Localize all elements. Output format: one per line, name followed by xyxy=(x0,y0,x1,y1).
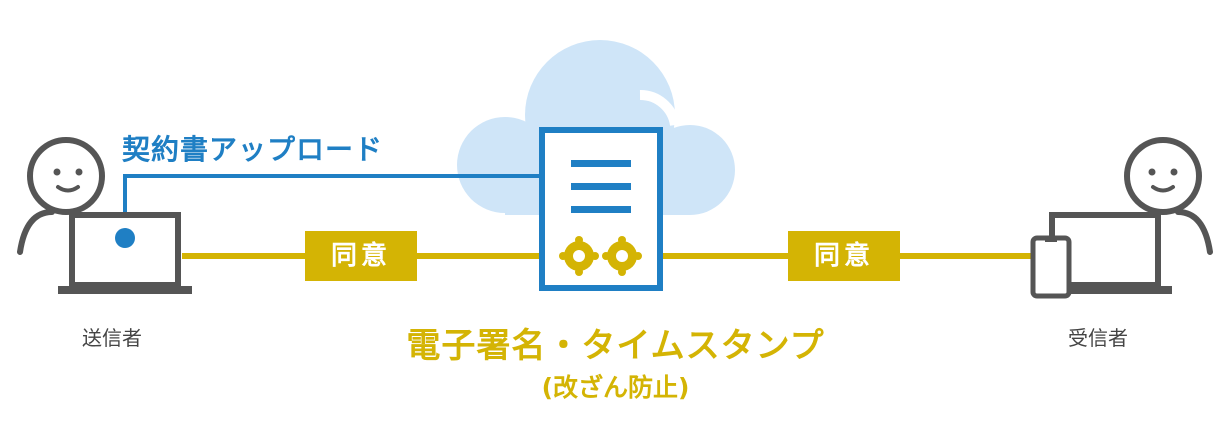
tamper-prevention-label: (改ざん防止) xyxy=(541,373,690,402)
seal-icon xyxy=(559,236,599,276)
laptop-icon xyxy=(58,212,192,294)
cloud-arrow-icon xyxy=(639,89,680,126)
upload-label: 契約書アップロード xyxy=(122,133,384,166)
agree-badge-left: 同意 xyxy=(305,231,417,281)
seal-icon xyxy=(602,236,642,276)
receiver-face xyxy=(1148,168,1178,176)
receiver-label: 受信者 xyxy=(1068,326,1128,350)
receiver-person-icon xyxy=(1124,137,1213,255)
smartphone-icon xyxy=(1030,235,1072,299)
sender-person-icon xyxy=(17,137,105,255)
document-icon xyxy=(539,127,663,291)
agree-label: 同意 xyxy=(330,241,391,271)
sender-face xyxy=(53,168,83,176)
sender-label: 送信者 xyxy=(82,326,142,350)
agree-label: 同意 xyxy=(813,241,874,271)
agree-badge-right: 同意 xyxy=(788,231,900,281)
signature-timestamp-label: 電子署名・タイムスタンプ xyxy=(406,326,825,366)
